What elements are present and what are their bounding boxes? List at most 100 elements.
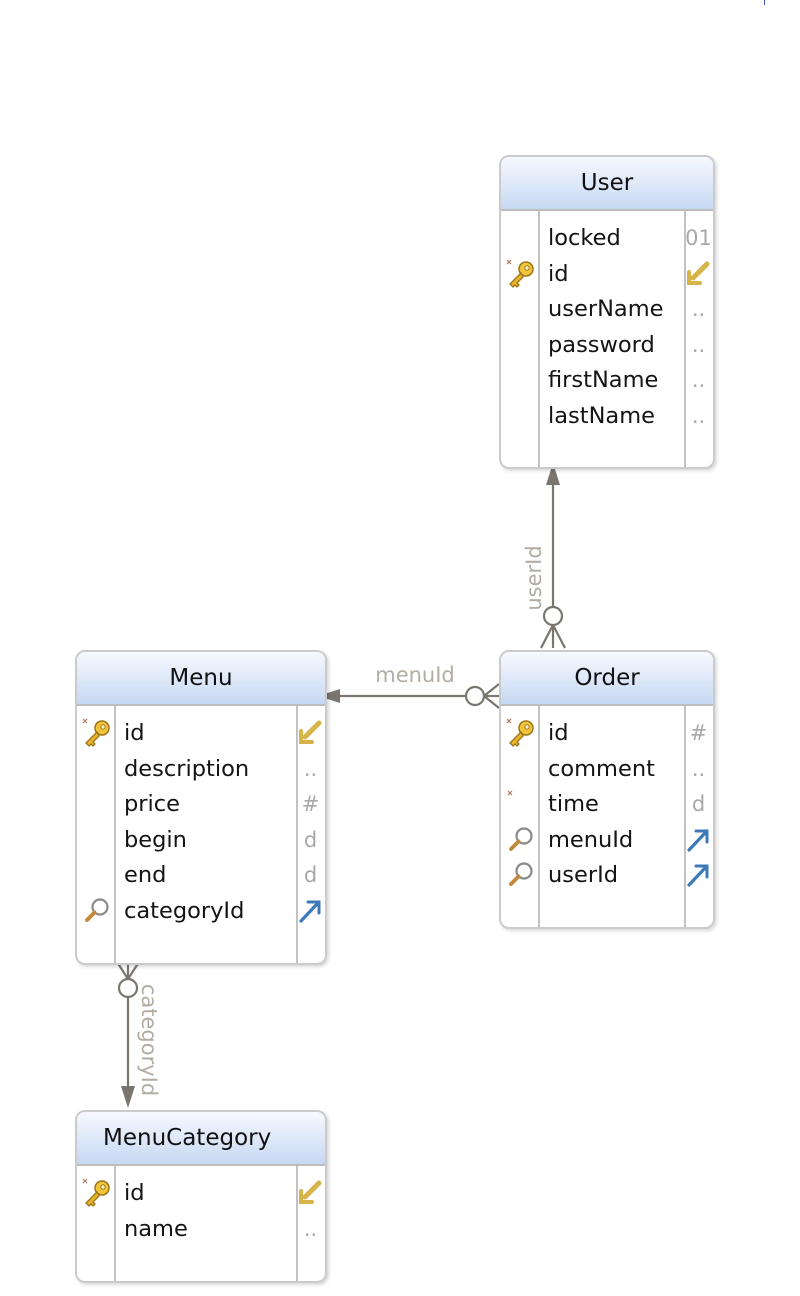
field-row[interactable]: name.. <box>77 1211 325 1247</box>
zero-circle-icon <box>117 977 139 999</box>
index-magnifier-icon <box>505 824 537 856</box>
index-magnifier-icon <box>81 895 113 927</box>
field-name: menuId <box>548 826 634 853</box>
primary-key-icon <box>505 258 537 290</box>
field-name: locked <box>548 225 621 251</box>
field-type: .. <box>691 403 706 428</box>
field-row[interactable]: begin d <box>77 822 325 858</box>
field-row[interactable]: id <box>77 715 325 751</box>
entity-menucategory[interactable]: MenuCategory id name.. <box>75 1110 327 1283</box>
zero-circle-icon <box>542 605 564 627</box>
field-name: id <box>124 1180 145 1206</box>
field-name: end <box>124 862 167 888</box>
foreign-key-arrow-icon <box>297 896 324 926</box>
field-row[interactable]: menuId <box>501 822 713 858</box>
relation-label-categoryid: categoryId <box>137 984 161 1096</box>
field-name: userId <box>548 862 618 888</box>
arrow-head-icon <box>318 689 340 703</box>
entity-title[interactable]: Order <box>501 652 713 706</box>
primary-key-icon <box>505 717 537 749</box>
zero-circle-icon <box>464 685 486 707</box>
field-name: id <box>124 720 145 746</box>
field-type: .. <box>691 332 706 357</box>
field-name: categoryId <box>124 897 245 924</box>
foreign-key-arrow-icon <box>685 825 712 855</box>
entity-title[interactable]: User <box>501 157 713 211</box>
field-type: # <box>301 792 320 816</box>
type-column <box>296 1166 325 1281</box>
field-name: password <box>548 331 655 358</box>
pk-type-icon <box>685 259 712 289</box>
type-column <box>684 211 713 467</box>
icon-column <box>77 706 116 963</box>
icon-column <box>501 211 540 467</box>
index-magnifier-icon <box>505 859 537 891</box>
pk-type-icon <box>297 718 324 748</box>
field-type: # <box>689 721 708 745</box>
entity-order[interactable]: Order id # comment.. time d menuId userId <box>499 650 715 929</box>
field-row[interactable]: userId <box>501 857 713 893</box>
field-row[interactable]: end d <box>77 857 325 893</box>
corner-mark <box>764 0 765 5</box>
field-name: firstName <box>548 367 659 393</box>
relation-label-userid: userId <box>522 545 546 610</box>
icon-column <box>77 1166 116 1281</box>
primary-key-icon <box>81 717 113 749</box>
arrow-head-icon <box>546 463 560 485</box>
field-name: id <box>548 260 569 287</box>
field-type: .. <box>303 756 318 781</box>
field-name: begin <box>124 826 187 853</box>
entity-menu[interactable]: Menu id description.. price # begin d end d cate… <box>75 650 327 965</box>
entity-title[interactable]: MenuCategory <box>77 1112 325 1166</box>
field-name: time <box>548 791 599 817</box>
field-type: .. <box>303 1216 318 1241</box>
field-list: id description.. price # begin d end d categoryI… <box>77 706 325 963</box>
field-type: d <box>691 792 706 816</box>
field-row[interactable]: categoryId <box>77 893 325 929</box>
relation-order-user[interactable]: userId <box>522 463 566 649</box>
field-type: .. <box>691 297 706 321</box>
foreign-key-arrow-icon <box>685 860 712 890</box>
field-row[interactable]: firstName.. <box>501 362 713 398</box>
field-row[interactable]: id <box>501 256 713 292</box>
field-name: comment <box>548 755 655 782</box>
type-column <box>296 706 325 963</box>
field-type: d <box>303 863 318 887</box>
arrow-head-icon <box>121 1086 135 1108</box>
field-row[interactable]: locked 01 <box>501 220 713 256</box>
relation-order-menu[interactable]: menuId <box>318 663 500 709</box>
field-name: userName <box>548 296 664 322</box>
primary-key-icon <box>81 1177 113 1209</box>
relation-menu-category[interactable]: categoryId <box>116 961 161 1108</box>
field-row[interactable]: password.. <box>501 327 713 363</box>
field-list: id # comment.. time d menuId userId <box>501 706 713 927</box>
field-row[interactable]: userName.. <box>501 291 713 327</box>
field-row[interactable]: lastName.. <box>501 398 713 434</box>
field-list: id name.. <box>77 1166 325 1281</box>
field-name: price <box>124 791 180 817</box>
type-column <box>684 706 713 927</box>
field-row[interactable]: description.. <box>77 751 325 787</box>
not-null-mark-icon <box>505 788 537 820</box>
field-type: 01 <box>685 226 712 250</box>
entity-title[interactable]: Menu <box>77 652 325 706</box>
field-row[interactable]: id # <box>501 715 713 751</box>
field-name: description <box>124 755 250 782</box>
field-type: .. <box>691 756 706 781</box>
field-row[interactable]: id <box>77 1175 325 1211</box>
field-row[interactable]: time d <box>501 786 713 822</box>
relation-label-menuid: menuId <box>375 663 455 687</box>
field-row[interactable]: comment.. <box>501 751 713 787</box>
icon-column <box>501 706 540 927</box>
pk-type-icon <box>297 1178 324 1208</box>
field-row[interactable]: price # <box>77 786 325 822</box>
field-type: d <box>303 827 318 852</box>
field-name: id <box>548 720 569 746</box>
field-name: lastName <box>548 402 655 429</box>
field-name: name <box>124 1215 188 1242</box>
field-type: .. <box>691 368 706 392</box>
